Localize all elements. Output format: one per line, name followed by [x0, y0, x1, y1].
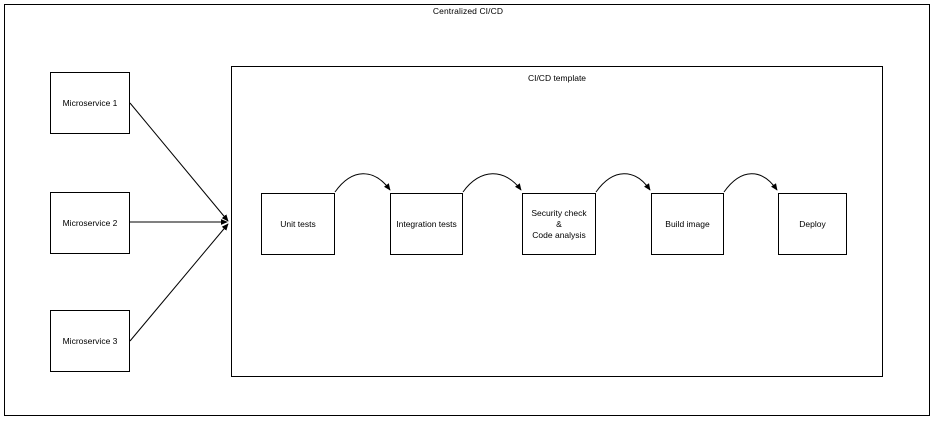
- node-microservice-3-label: Microservice 3: [62, 335, 118, 346]
- node-deploy-label: Deploy: [799, 218, 826, 229]
- node-unit-tests[interactable]: Unit tests: [261, 193, 335, 255]
- node-microservice-3[interactable]: Microservice 3: [50, 310, 130, 372]
- security-check-line-2: &: [556, 218, 562, 229]
- node-build-image[interactable]: Build image: [651, 193, 724, 255]
- ci-cd-template-container: [231, 66, 883, 377]
- node-integration-tests[interactable]: Integration tests: [390, 193, 463, 255]
- node-microservice-2-label: Microservice 2: [62, 217, 118, 228]
- node-build-image-label: Build image: [665, 218, 710, 229]
- node-microservice-1[interactable]: Microservice 1: [50, 72, 130, 134]
- node-unit-tests-label: Unit tests: [280, 218, 316, 229]
- node-microservice-1-label: Microservice 1: [62, 97, 118, 108]
- ci-cd-template-label: CI/CD template: [527, 73, 587, 83]
- node-integration-tests-label: Integration tests: [396, 218, 457, 229]
- security-check-line-1: Security check: [531, 207, 587, 218]
- node-deploy[interactable]: Deploy: [778, 193, 847, 255]
- node-security-check-code-analysis-label: Security check & Code analysis: [525, 208, 593, 241]
- diagram-title: Centralized CI/CD: [432, 6, 504, 16]
- security-check-line-3: Code analysis: [532, 229, 586, 240]
- node-microservice-2[interactable]: Microservice 2: [50, 192, 130, 254]
- node-security-check-code-analysis[interactable]: Security check & Code analysis: [522, 193, 596, 255]
